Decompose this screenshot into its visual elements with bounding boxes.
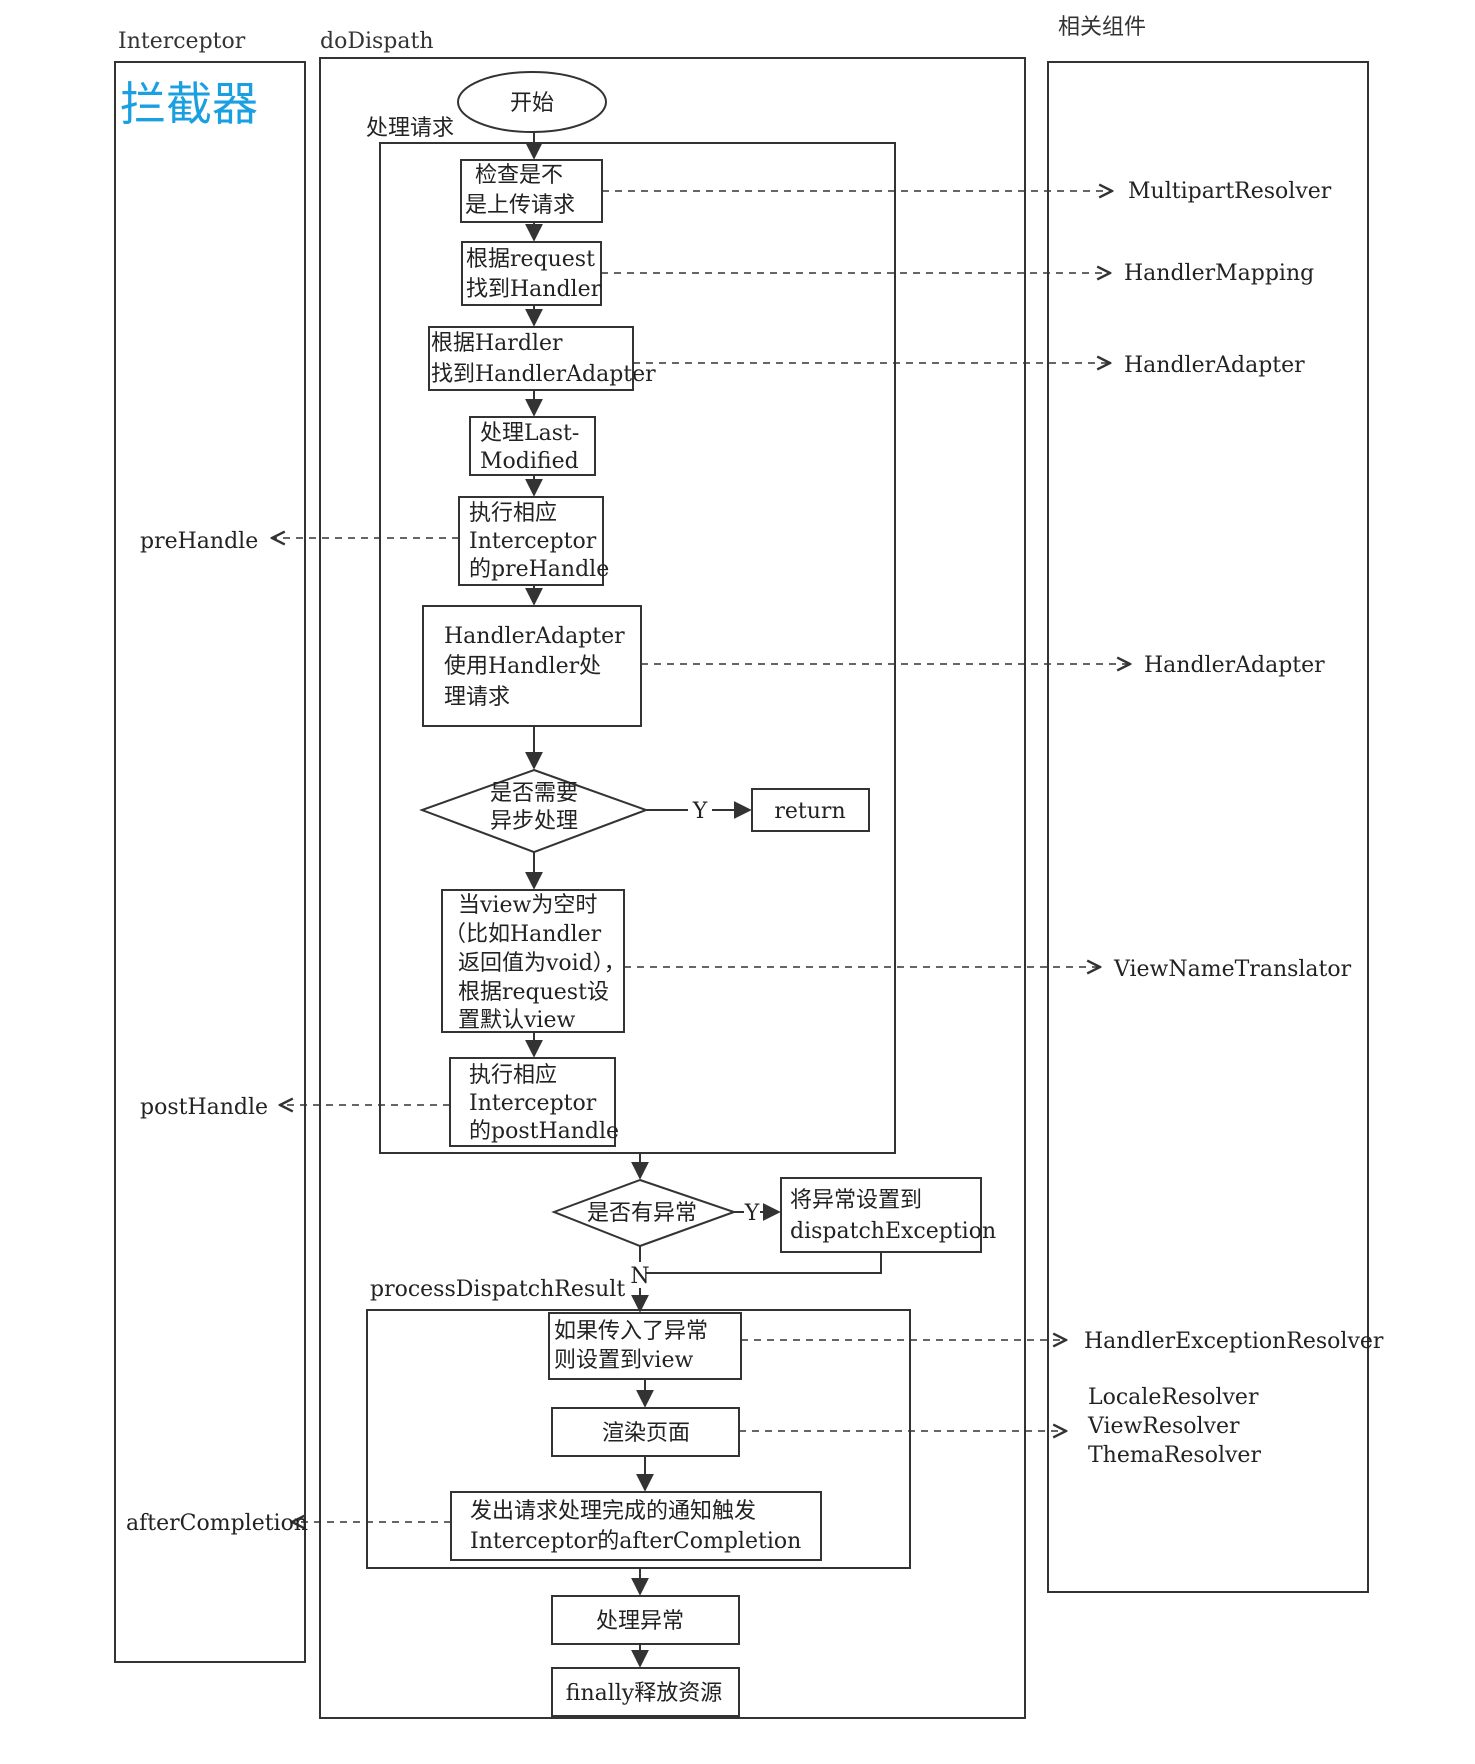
default-view-line-5: 置默认view bbox=[458, 1008, 575, 1033]
exception-to-view-line-2: 则设置到view bbox=[554, 1348, 693, 1373]
pre-handle-line-3: 的preHandle bbox=[469, 557, 609, 582]
adapter-handle-line-3: 理请求 bbox=[444, 685, 510, 710]
component-view-resolver: ViewResolver bbox=[1087, 1414, 1240, 1439]
return-box-label: return bbox=[774, 799, 845, 824]
default-view-line-3: 返回值为void）， bbox=[458, 951, 626, 976]
components-lane bbox=[1047, 61, 1369, 1593]
default-view-box bbox=[441, 889, 625, 1033]
default-view-line-1: 当view为空时 bbox=[458, 893, 597, 918]
adapter-handle-box bbox=[422, 605, 642, 727]
last-modified-line-2: Modified bbox=[480, 449, 579, 474]
post-handle-line-3: 的postHandle bbox=[469, 1119, 619, 1144]
interceptor-lane bbox=[114, 61, 306, 1663]
interceptor-cn-title: 拦截器 bbox=[120, 77, 258, 131]
set-exception-box bbox=[780, 1177, 982, 1253]
find-handler-line-1: 根据request bbox=[466, 247, 595, 272]
component-locale-resolver: LocaleResolver bbox=[1088, 1385, 1259, 1410]
set-exception-line-1: 将异常设置到 bbox=[790, 1188, 922, 1213]
post-handle-line-2: Interceptor bbox=[469, 1091, 597, 1116]
finally-release-box bbox=[551, 1667, 740, 1717]
exception-no-label: N bbox=[630, 1264, 649, 1289]
flow-setexception-return bbox=[646, 1252, 882, 1274]
adapter-handle-line-2: 使用Handler处 bbox=[444, 654, 601, 679]
after-completion-label: afterCompletion bbox=[126, 1511, 308, 1536]
render-box-label: 渲染页面 bbox=[602, 1421, 690, 1446]
exception-yes-label: Y bbox=[744, 1201, 760, 1226]
check-upload-line-1: 检查是不 bbox=[475, 163, 563, 188]
process-dispatch-result-label: processDispatchResult bbox=[370, 1277, 625, 1302]
handle-exception-box bbox=[551, 1595, 740, 1645]
dispatch-lane-title: doDispath bbox=[320, 29, 434, 54]
adapter-handle-line-1: HandlerAdapter bbox=[444, 624, 625, 649]
handle-request-group bbox=[379, 142, 896, 1154]
find-adapter-line-2: 找到HandlerAdapter bbox=[431, 362, 656, 387]
default-view-line-2: （比如Handler bbox=[444, 922, 602, 947]
check-upload-box bbox=[460, 159, 603, 223]
async-yes-label: Y bbox=[692, 799, 708, 824]
component-view-name-translator: ViewNameTranslator bbox=[1113, 957, 1352, 982]
post-handle-line-1: 执行相应 bbox=[469, 1063, 557, 1088]
components-lane-title: 相关组件 bbox=[1058, 15, 1146, 40]
component-handler-mapping: HandlerMapping bbox=[1124, 261, 1314, 286]
pre-handle-line-1: 执行相应 bbox=[469, 501, 557, 526]
start-node bbox=[457, 71, 607, 133]
after-completion-line-1: 发出请求处理完成的通知触发 bbox=[470, 1499, 756, 1524]
component-handler-adapter-2: HandlerAdapter bbox=[1144, 653, 1325, 678]
last-modified-box bbox=[469, 416, 596, 476]
default-view-line-4: 根据request设 bbox=[458, 980, 609, 1005]
post-handle-label: postHandle bbox=[140, 1095, 268, 1120]
set-exception-line-2: dispatchException bbox=[790, 1219, 996, 1244]
exception-to-view-line-1: 如果传入了异常 bbox=[554, 1319, 708, 1344]
render-box bbox=[551, 1407, 740, 1457]
pre-handle-line-2: Interceptor bbox=[469, 529, 597, 554]
finally-release-label: finally释放资源 bbox=[566, 1681, 722, 1706]
component-multipart-resolver: MultipartResolver bbox=[1128, 179, 1332, 204]
async-decision-line-1: 是否需要 bbox=[490, 781, 578, 806]
dispatch-lane bbox=[319, 57, 1026, 1719]
component-exception-resolver: HandlerExceptionResolver bbox=[1084, 1329, 1384, 1354]
pre-handle-box bbox=[458, 496, 604, 586]
handle-request-group-label: 处理请求 bbox=[366, 116, 454, 141]
pre-handle-label: preHandle bbox=[140, 529, 258, 554]
interceptor-lane-title: Interceptor bbox=[118, 29, 246, 54]
post-handle-box bbox=[449, 1057, 616, 1147]
return-box bbox=[751, 788, 870, 832]
exception-decision-label: 是否有异常 bbox=[587, 1201, 697, 1226]
after-completion-box bbox=[450, 1491, 822, 1561]
find-handler-line-2: 找到Handler bbox=[466, 277, 602, 302]
async-decision-line-2: 异步处理 bbox=[490, 809, 578, 834]
find-adapter-line-1: 根据Hardler bbox=[431, 331, 563, 356]
check-upload-line-2: 是上传请求 bbox=[465, 193, 575, 218]
find-adapter-box bbox=[428, 326, 634, 391]
component-thema-resolver: ThemaResolver bbox=[1088, 1443, 1261, 1468]
exception-to-view-box bbox=[548, 1312, 742, 1380]
handle-exception-label: 处理异常 bbox=[596, 1609, 684, 1634]
component-handler-adapter-1: HandlerAdapter bbox=[1124, 353, 1305, 378]
start-node-label: 开始 bbox=[510, 91, 554, 116]
after-completion-line-2: Interceptor的afterCompletion bbox=[470, 1529, 801, 1554]
last-modified-line-1: 处理Last- bbox=[480, 421, 579, 446]
